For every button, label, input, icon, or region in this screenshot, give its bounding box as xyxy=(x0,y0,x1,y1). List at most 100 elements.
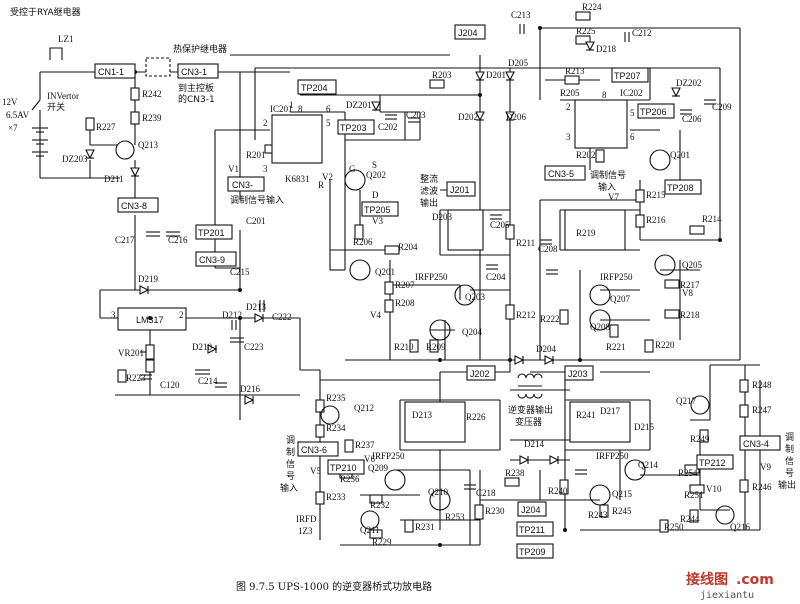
cn3-8-box xyxy=(117,197,159,213)
node-v1: V1 xyxy=(228,164,239,174)
j201-box xyxy=(446,181,476,197)
annotation-mod-out-4: 号 xyxy=(785,468,794,479)
ic-ic202: IC202 xyxy=(620,88,643,98)
label-c212: C212 xyxy=(632,28,652,38)
label-dz203: DZ203 xyxy=(62,154,88,164)
label-r235: R235 xyxy=(326,393,346,403)
node-v3: V3 xyxy=(372,216,383,226)
testpoint-tp207: TP207 xyxy=(614,71,641,81)
connector-cn3-5: CN3-5 xyxy=(548,169,574,179)
label-q210: Q210 xyxy=(428,487,448,497)
watermark-domain: .com xyxy=(736,572,774,588)
label-r203: R203 xyxy=(432,70,452,80)
connector-cn3-6: CN3-6 xyxy=(301,445,327,455)
label-q215: Q215 xyxy=(612,489,632,499)
pin-8: 8 xyxy=(298,104,303,114)
label-r226: R226 xyxy=(466,412,486,422)
connector-cn3-8: CN3-8 xyxy=(121,201,147,211)
part-irfp250-d: IRFP250 xyxy=(596,451,629,461)
label-r231: R231 xyxy=(415,522,435,532)
annotation-mod-in-b1: 调制信号 xyxy=(590,169,626,181)
ic-ic201: IC201 xyxy=(270,104,293,114)
connector-cn3-4: CN3-4 xyxy=(743,439,769,449)
node-v6: V6 xyxy=(364,454,375,464)
cn3-6-box xyxy=(297,441,339,457)
label-r223: R223 xyxy=(126,373,146,383)
battery-rating: 6.5AV xyxy=(6,110,30,120)
pin-2b: 2 xyxy=(566,102,571,112)
label-r234: R234 xyxy=(326,423,346,433)
label-r245: R245 xyxy=(612,506,632,516)
switch-name: INVertor xyxy=(47,91,79,101)
node-v2: V2 xyxy=(322,172,333,182)
label-c209: C209 xyxy=(712,102,732,112)
node-v9: V9 xyxy=(760,462,771,472)
label-r206: R206 xyxy=(353,237,373,247)
pin-g: G xyxy=(349,164,356,174)
tp204-box xyxy=(297,79,337,95)
label-d201: D201 xyxy=(486,70,506,80)
label-c201: C201 xyxy=(246,216,266,226)
cn3-1-box xyxy=(177,63,219,79)
watermark-site: jiexiantu xyxy=(700,590,754,601)
label-q214: Q214 xyxy=(638,460,658,470)
pin-5b: 5 xyxy=(630,108,635,118)
pin-8b: 8 xyxy=(602,90,607,100)
label-q204: Q204 xyxy=(462,327,482,337)
label-c216: C216 xyxy=(168,235,188,245)
label-r212: R212 xyxy=(516,310,536,320)
connector-cn3-1: CN3-1 xyxy=(181,67,207,77)
label-c120: C120 xyxy=(160,380,180,390)
pin-3c: 3 xyxy=(111,310,116,320)
node-lz1: LZ1 xyxy=(58,34,74,44)
label-r209: R209 xyxy=(426,342,446,352)
pin-s: S xyxy=(372,160,377,170)
label-r202: R202 xyxy=(576,150,596,160)
label-r247: R247 xyxy=(752,405,772,415)
label-r237: R237 xyxy=(355,440,375,450)
annotation-mod-in-b2: 输入 xyxy=(598,181,616,193)
connector-j201: J201 xyxy=(450,185,470,195)
cn3-a-box xyxy=(227,176,265,192)
cn3-9-box xyxy=(195,251,237,267)
battery-count: ×7 xyxy=(8,123,18,133)
label-r249: R249 xyxy=(690,434,710,444)
label-d214: D214 xyxy=(524,439,544,449)
label-q212: Q212 xyxy=(354,403,374,413)
label-c218: C218 xyxy=(476,488,496,498)
label-r253: R253 xyxy=(445,512,465,522)
pin-1: 1 xyxy=(289,100,294,110)
annotation-mod-out-1: 调 xyxy=(785,432,794,443)
testpoint-tp212: TP212 xyxy=(699,458,726,468)
label-r230: R230 xyxy=(485,506,505,516)
connector-j202: J202 xyxy=(470,369,490,379)
label-r243: R243 xyxy=(588,510,608,520)
label-q209: Q209 xyxy=(368,463,388,473)
annotation-thermal-relay: 热保护继电器 xyxy=(173,43,227,55)
label-r201: R201 xyxy=(246,150,266,160)
label-r248: R248 xyxy=(752,380,772,390)
label-c202: C202 xyxy=(378,122,398,132)
connector-cn3-9: CN3-9 xyxy=(199,255,225,265)
pin-2c: 2 xyxy=(179,310,184,320)
ic-k6831: K6831 xyxy=(285,174,310,184)
label-d219: D219 xyxy=(138,274,158,284)
cn1-1-box xyxy=(94,63,136,79)
connector-j204-top: J204 xyxy=(458,28,478,38)
label-q205: Q205 xyxy=(682,260,702,270)
label-d206: D206 xyxy=(506,112,526,122)
label-d202: D202 xyxy=(458,112,478,122)
testpoint-tp206: TP206 xyxy=(640,107,667,117)
label-r221: R221 xyxy=(606,342,626,352)
label-r216: R216 xyxy=(646,215,666,225)
pin-6: 6 xyxy=(326,104,331,114)
annotation-rect-2: 滤波 xyxy=(420,185,438,197)
cn3-4-box xyxy=(739,435,781,451)
label-r205: R205 xyxy=(560,88,580,98)
label-r211: R211 xyxy=(516,238,535,248)
label-r238: R238 xyxy=(505,468,525,478)
tp205-box xyxy=(361,201,399,217)
part-irfp250-b: IRFP250 xyxy=(600,272,633,282)
pin-6b: 6 xyxy=(630,132,635,142)
label-dz202: DZ202 xyxy=(676,78,702,88)
